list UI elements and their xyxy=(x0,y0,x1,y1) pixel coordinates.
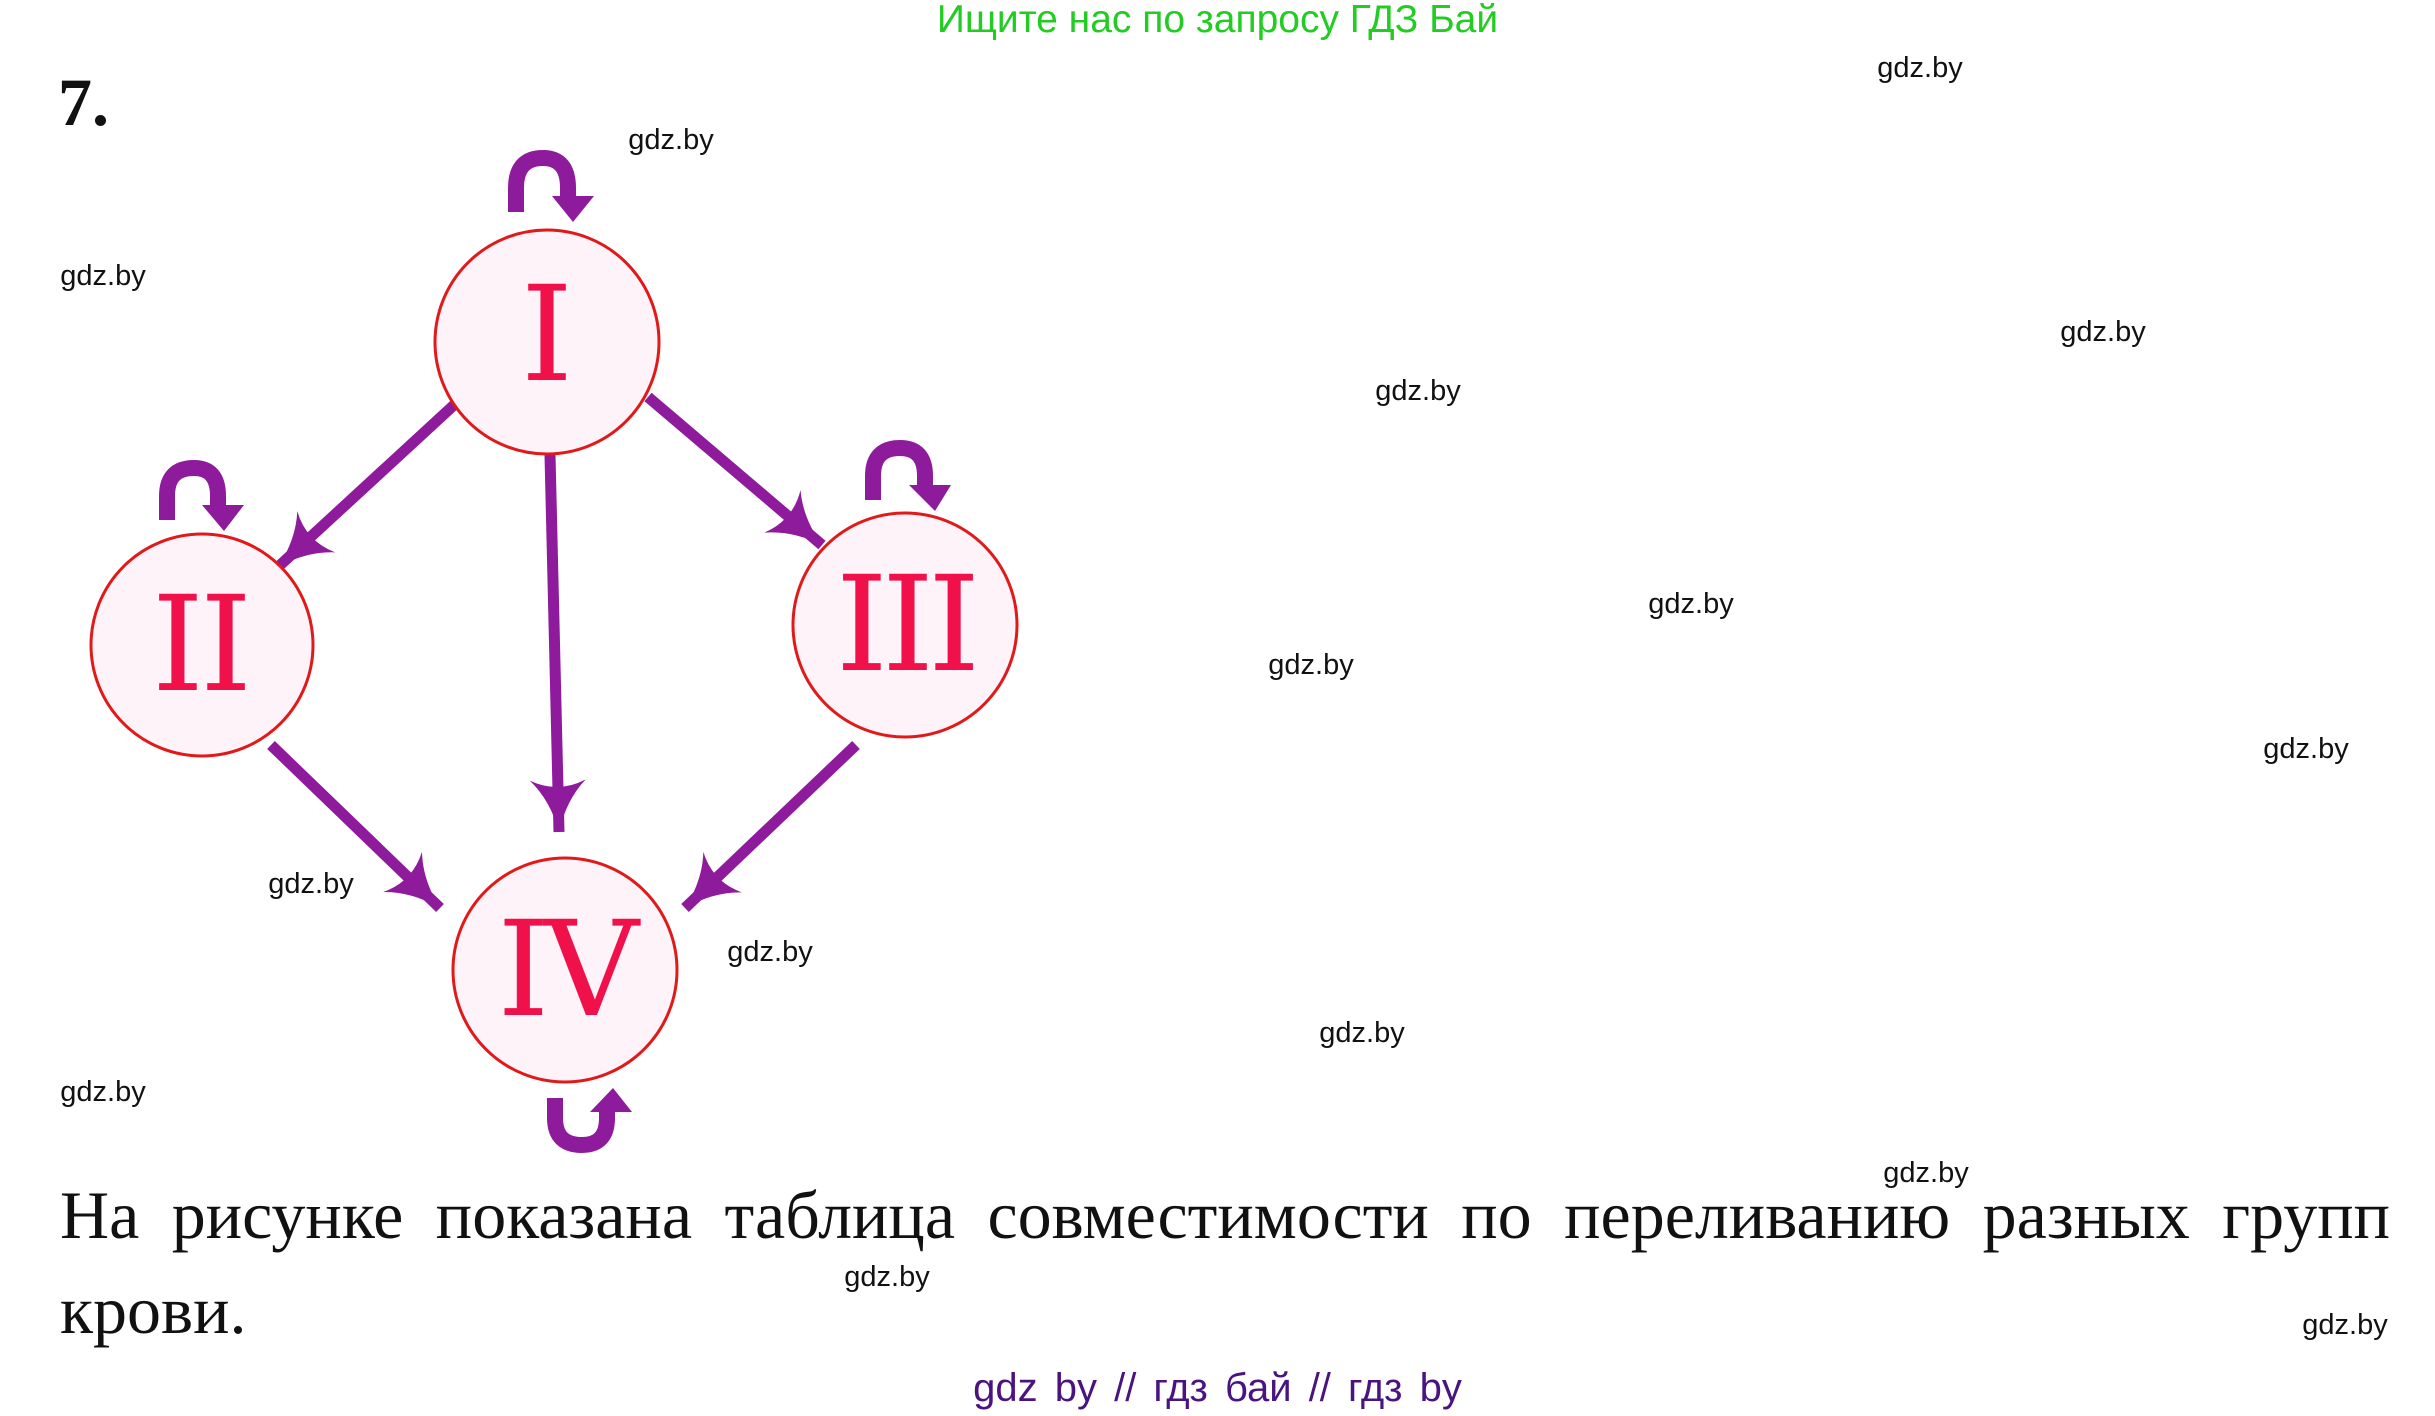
watermark: gdz.by xyxy=(2060,316,2146,348)
loop-arrow-II xyxy=(159,459,244,531)
watermark: gdz.by xyxy=(1877,52,1963,84)
arrow-I-to-II xyxy=(274,400,458,572)
arrow-I-to-III xyxy=(644,392,826,550)
blood-compatibility-diagram: I II III IV xyxy=(89,149,1019,1154)
watermark: gdz.by xyxy=(2302,1309,2388,1341)
node-label-II: II xyxy=(152,568,248,722)
node-IV: IV xyxy=(451,856,679,1084)
node-I: I xyxy=(433,228,661,456)
node-label-I: I xyxy=(521,258,573,412)
loop-arrow-I xyxy=(508,149,594,222)
node-III: III xyxy=(791,511,1019,739)
watermark: gdz.by xyxy=(1883,1157,1969,1189)
task-number: 7. xyxy=(58,64,109,140)
watermark: gdz.by xyxy=(1648,588,1734,620)
node-II: II xyxy=(89,532,315,758)
watermark: gdz.by xyxy=(2263,733,2349,765)
task-description: На рисунке показана таблица совместимост… xyxy=(60,1177,2390,1348)
watermark: gdz.by xyxy=(844,1261,930,1293)
watermark: gdz.by xyxy=(60,1076,146,1108)
watermark: gdz.by xyxy=(628,124,714,156)
search-hint-banner: Ищите нас по запросу ГДЗ Бай xyxy=(936,0,1499,41)
watermark: gdz.by xyxy=(1375,375,1461,407)
footer-site-links: gdz by // гдз бай // гдз by xyxy=(973,1366,1462,1410)
watermark: gdz.by xyxy=(727,936,813,968)
watermark: gdz.by xyxy=(268,868,354,900)
watermark: gdz.by xyxy=(60,260,146,292)
watermark: gdz.by xyxy=(1268,649,1354,681)
watermark: gdz.by xyxy=(1319,1017,1405,1049)
loop-arrow-IV xyxy=(547,1088,632,1154)
node-label-IV: IV xyxy=(497,893,641,1047)
arrow-III-to-IV xyxy=(681,741,860,912)
node-label-III: III xyxy=(836,548,974,702)
loop-arrow-III xyxy=(865,439,951,511)
edges xyxy=(267,392,860,912)
arrow-I-to-IV xyxy=(529,454,586,833)
arrow-II-to-IV xyxy=(267,741,444,912)
